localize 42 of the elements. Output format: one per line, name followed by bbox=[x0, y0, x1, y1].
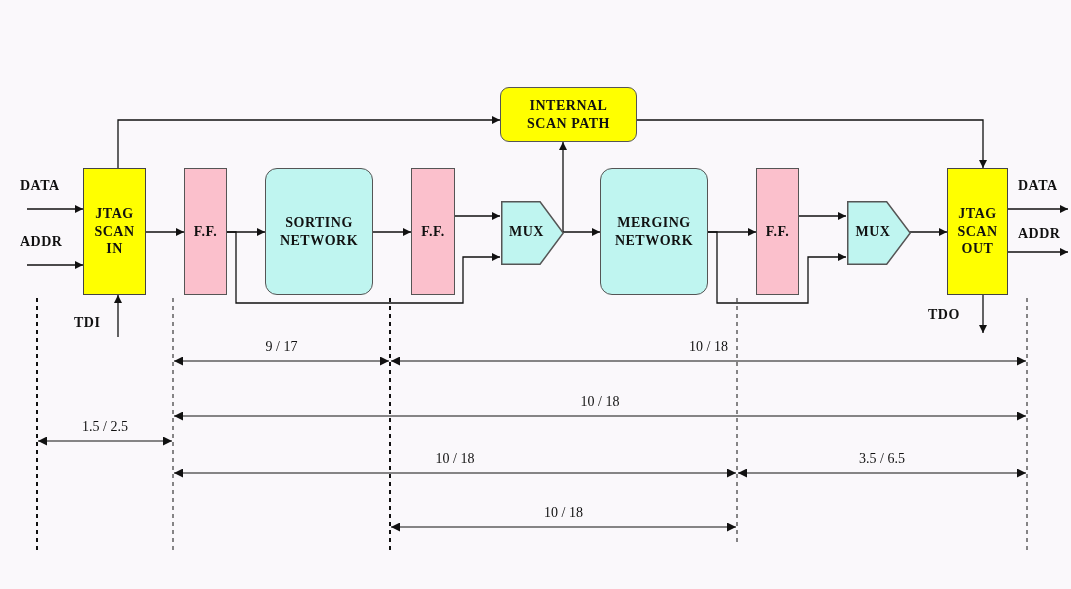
merging-network-block bbox=[600, 168, 708, 295]
arrow bbox=[979, 294, 987, 334]
arrow bbox=[909, 228, 948, 236]
block-label: F.F. bbox=[420, 222, 446, 241]
arrow bbox=[798, 212, 847, 220]
signal-label: DATA bbox=[20, 178, 60, 194]
block-label: MUX bbox=[508, 223, 545, 241]
flip-flop-block bbox=[184, 168, 227, 295]
block-label: SORTING NETWORK bbox=[278, 214, 360, 249]
block-label: JTAG SCAN OUT bbox=[956, 205, 999, 258]
block-label: F.F. bbox=[764, 222, 791, 241]
signal-label: DATA bbox=[1018, 178, 1058, 194]
block-label: JTAG SCAN IN bbox=[93, 205, 136, 258]
arrow bbox=[454, 212, 501, 220]
block-label: F.F. bbox=[192, 222, 219, 241]
sorting-network-block bbox=[265, 168, 373, 295]
arrow bbox=[562, 228, 601, 236]
block-label: INTERNAL SCAN PATH bbox=[526, 97, 611, 132]
arrow bbox=[26, 205, 84, 213]
flip-flop-block bbox=[411, 168, 455, 295]
arrow bbox=[114, 294, 122, 338]
arrow bbox=[145, 228, 185, 236]
arrow bbox=[26, 261, 84, 269]
flip-flop-block bbox=[756, 168, 799, 295]
arrow bbox=[1007, 248, 1069, 256]
jtag-scan-out-block bbox=[947, 168, 1008, 295]
block-label: MERGING NETWORK bbox=[613, 214, 695, 249]
signal-label: ADDR bbox=[1018, 226, 1061, 242]
arrow bbox=[707, 231, 847, 304]
signal-label: ADDR bbox=[20, 234, 63, 250]
signal-label: TDI bbox=[74, 315, 101, 331]
block-label: MUX bbox=[854, 223, 892, 241]
arrow bbox=[1007, 205, 1069, 213]
multiplexer-shape bbox=[500, 200, 563, 264]
jtag-scan-in-block bbox=[83, 168, 146, 295]
arrow bbox=[372, 228, 412, 236]
signal-label: TDO bbox=[928, 307, 960, 323]
arrow bbox=[636, 119, 987, 169]
arrow bbox=[226, 231, 501, 304]
arrow bbox=[117, 116, 501, 169]
multiplexer-shape bbox=[846, 200, 910, 264]
internal-scan-path-block bbox=[500, 87, 637, 142]
